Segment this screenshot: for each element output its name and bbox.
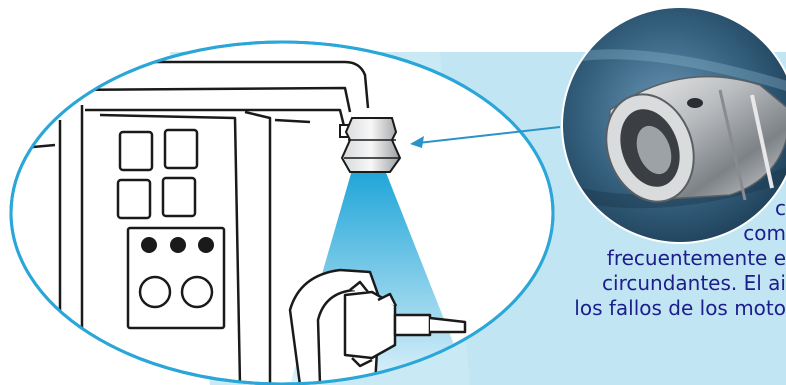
machine-detail-ellipse xyxy=(0,42,553,385)
caption-text: c com frecuentemente e circundantes. El … xyxy=(486,196,786,385)
caption-line: com xyxy=(486,221,786,246)
caption-line: circundantes. El ai xyxy=(486,271,786,296)
caption-line: los fallos de los moto xyxy=(486,296,786,321)
caption-line: frecuentemente e xyxy=(486,246,786,271)
air-nozzle-icon xyxy=(340,118,400,172)
caption-line: c xyxy=(486,196,786,221)
indicator-lights xyxy=(141,237,214,253)
